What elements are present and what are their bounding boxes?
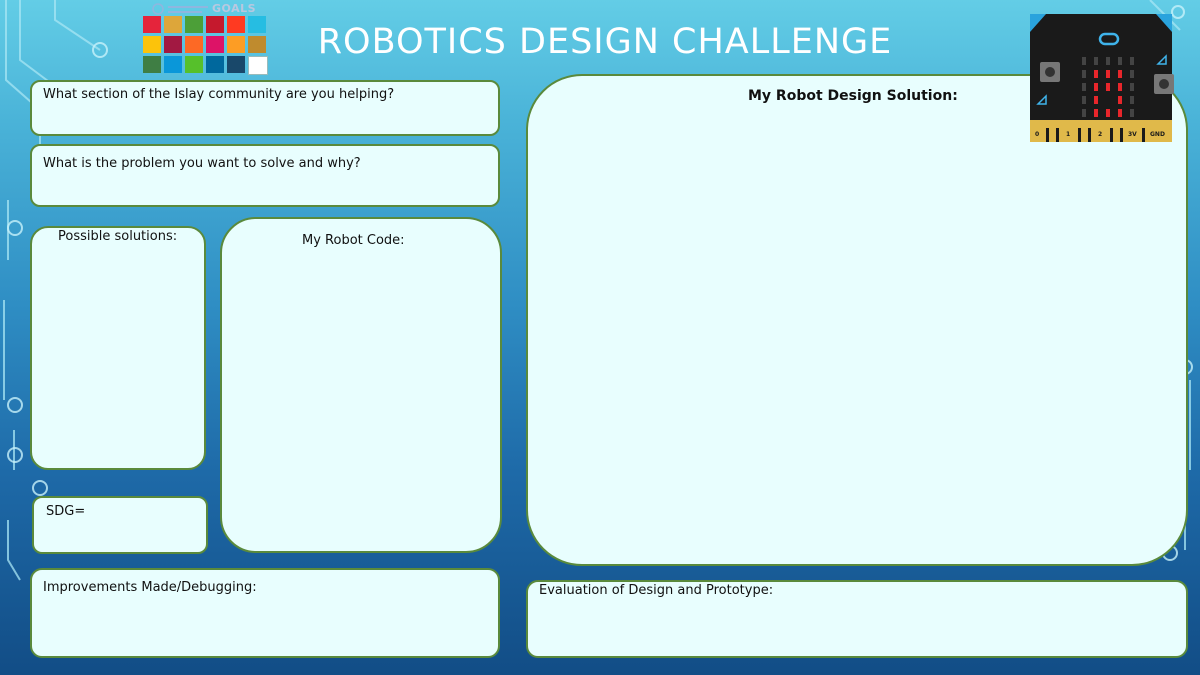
robot-code-label: My Robot Code:	[302, 233, 405, 248]
sdg-label: SDG=	[46, 504, 86, 519]
page-title: ROBOTICS DESIGN CHALLENGE	[317, 22, 893, 62]
un-logo-icon	[152, 3, 208, 15]
possible-solutions-label: Possible solutions:	[58, 229, 178, 244]
pin-0-label: 0	[1035, 131, 1039, 138]
community-label: What section of the Islay community are …	[43, 87, 395, 102]
problem-box[interactable]: What is the problem you want to solve an…	[30, 144, 500, 207]
robot-code-box[interactable]: My Robot Code:	[220, 217, 502, 553]
possible-solutions-box[interactable]: Possible solutions:	[30, 226, 206, 470]
pin-3v-label: 3V	[1128, 131, 1137, 138]
community-box[interactable]: What section of the Islay community are …	[30, 80, 500, 136]
sdg-goals-grid-icon	[143, 16, 268, 75]
pin-2-label: 2	[1098, 131, 1102, 138]
evaluation-box[interactable]: Evaluation of Design and Prototype:	[526, 580, 1188, 658]
improvements-box[interactable]: Improvements Made/Debugging:	[30, 568, 500, 658]
sdg-logo-word: GOALS	[212, 2, 257, 15]
microbit-board-image: 0 1 2 3V GND	[1030, 14, 1174, 142]
pin-gnd-label: GND	[1150, 131, 1165, 138]
problem-label: What is the problem you want to solve an…	[43, 156, 361, 171]
sdg-box[interactable]: SDG=	[32, 496, 208, 554]
design-solution-label: My Robot Design Solution:	[748, 88, 958, 104]
improvements-label: Improvements Made/Debugging:	[43, 580, 257, 595]
design-solution-box[interactable]: My Robot Design Solution:	[526, 74, 1188, 566]
pin-1-label: 1	[1066, 131, 1070, 138]
evaluation-label: Evaluation of Design and Prototype:	[539, 583, 774, 598]
